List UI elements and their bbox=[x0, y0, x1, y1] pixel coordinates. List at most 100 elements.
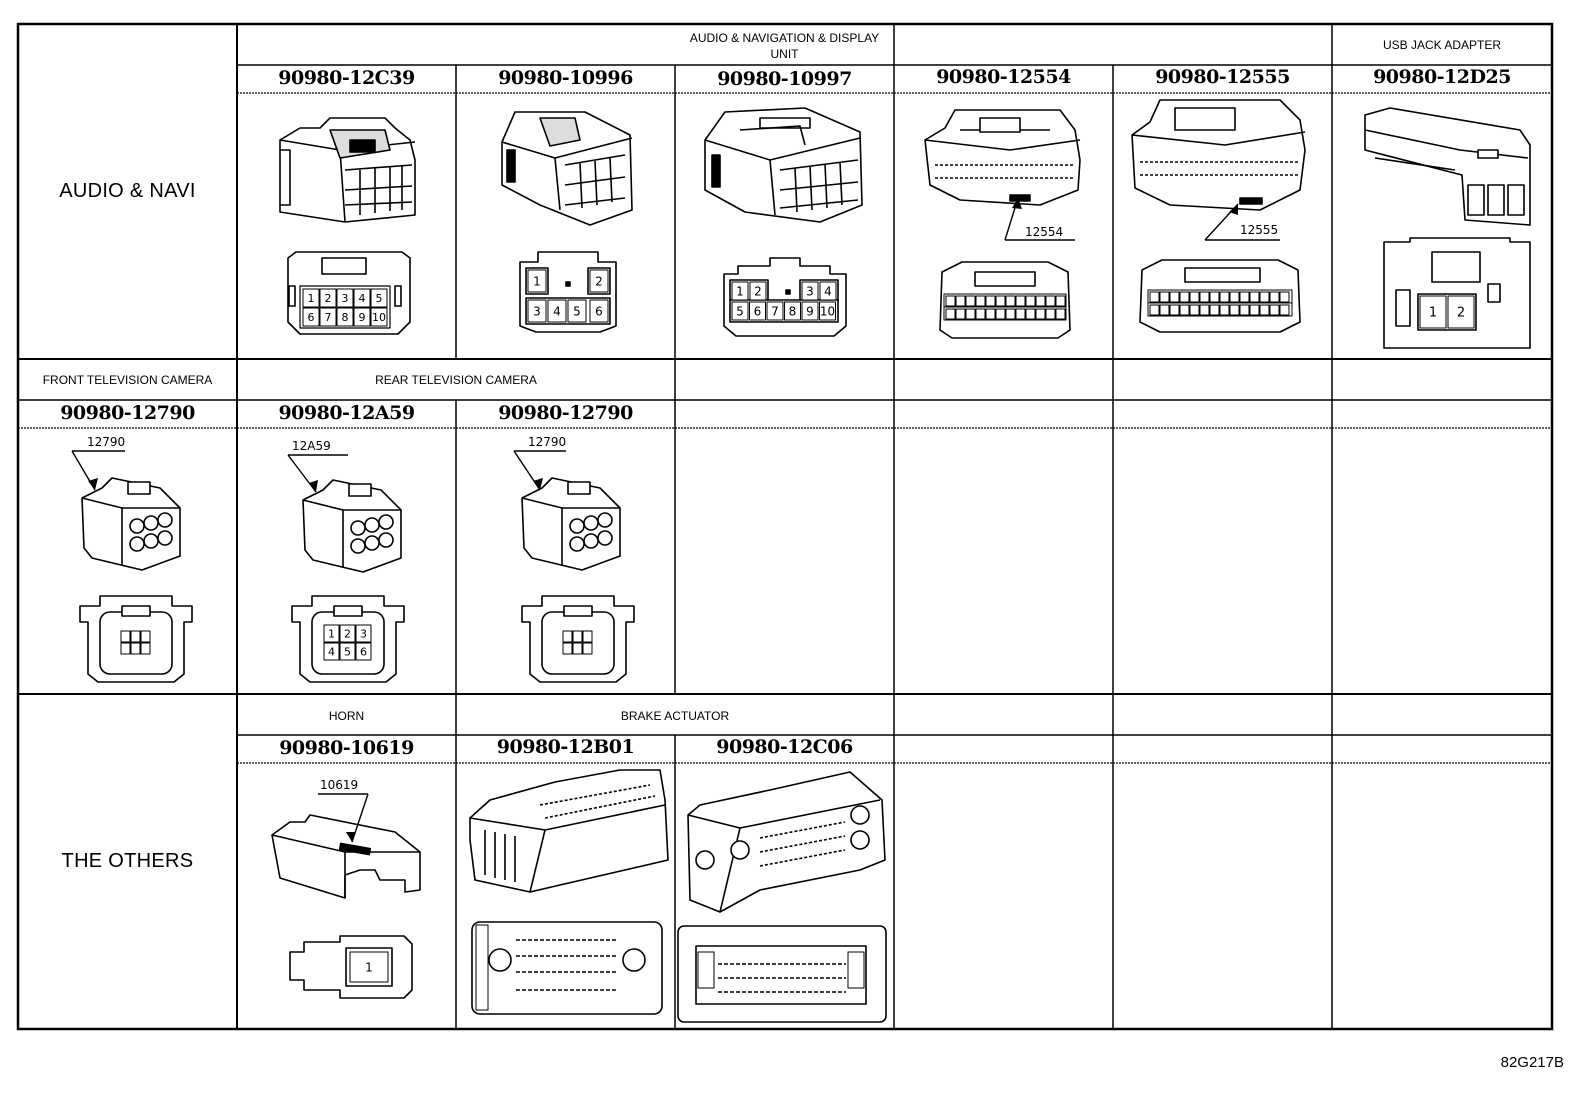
section-label-audio-navi: AUDIO & NAVI bbox=[59, 180, 196, 202]
pin-cell bbox=[819, 281, 837, 301]
connector-12554-isometric bbox=[924, 109, 1081, 206]
pin-cell bbox=[955, 308, 966, 320]
pin-number: 7 bbox=[771, 304, 779, 318]
pin-cell bbox=[1015, 308, 1026, 320]
callout-label: 12790 bbox=[528, 435, 566, 449]
pin-grid-12555 bbox=[1149, 291, 1290, 316]
pin-cell bbox=[1025, 308, 1036, 320]
pin-number: 2 bbox=[754, 284, 762, 298]
pin-number: 1 bbox=[533, 274, 541, 288]
pin-number: 5 bbox=[736, 304, 744, 318]
pin-cell bbox=[1239, 291, 1250, 303]
pin-number: 6 bbox=[308, 311, 315, 324]
pin-number: 1 bbox=[1429, 306, 1437, 321]
part-number: 90980-12A59 bbox=[278, 402, 415, 424]
pin-cell bbox=[527, 269, 547, 293]
connector-12790-rear-isometric bbox=[521, 477, 621, 571]
part-number: 90980-10619 bbox=[279, 737, 414, 759]
pin-cell bbox=[1025, 295, 1036, 307]
pin-cell bbox=[766, 301, 784, 321]
pin-cell bbox=[319, 307, 337, 327]
pin-cell bbox=[567, 299, 587, 323]
pin-number: 4 bbox=[553, 304, 561, 318]
diagram-code: 82G217B bbox=[1500, 1054, 1564, 1071]
pin-number: 10 bbox=[372, 311, 386, 324]
part-number: 90980-12555 bbox=[1155, 66, 1290, 88]
pin-number: 9 bbox=[359, 311, 366, 324]
pin-cell bbox=[589, 299, 609, 323]
pin-number: 6 bbox=[754, 304, 762, 318]
connector-12790-rear-pin-face bbox=[521, 595, 635, 683]
pin-cell bbox=[1419, 295, 1447, 329]
pin-number: 1 bbox=[365, 960, 373, 974]
part-number: 90980-12554 bbox=[936, 66, 1071, 88]
connector-12a59-isometric bbox=[302, 479, 402, 573]
callout-label: 12790 bbox=[87, 435, 125, 449]
pin-cell bbox=[339, 624, 356, 643]
pin-cell bbox=[572, 630, 583, 643]
pin-cell bbox=[370, 307, 388, 327]
pin-number: 4 bbox=[824, 284, 832, 298]
pin-cell bbox=[975, 308, 986, 320]
pin-number: 7 bbox=[325, 311, 332, 324]
pin-cell bbox=[339, 642, 356, 661]
pin-cell bbox=[1169, 291, 1180, 303]
pin-cell bbox=[336, 288, 354, 308]
pin-number: 3 bbox=[360, 627, 367, 640]
pin-cell bbox=[749, 301, 766, 321]
part-number: 90980-12C06 bbox=[716, 736, 853, 758]
connector-12d25-isometric bbox=[1364, 107, 1531, 226]
pin-number: 6 bbox=[360, 645, 367, 658]
pin-cell bbox=[1005, 308, 1016, 320]
pin-cell bbox=[547, 299, 567, 323]
pin-cell bbox=[1045, 308, 1056, 320]
pin-cell bbox=[1279, 304, 1290, 316]
callout-label: 12A59 bbox=[292, 439, 331, 453]
pin-cell bbox=[965, 308, 976, 320]
pin-cell bbox=[355, 624, 372, 643]
callout-label: 12555 bbox=[1240, 223, 1278, 237]
pin-number: 4 bbox=[328, 645, 335, 658]
pin-cell bbox=[731, 281, 749, 301]
pin-cell bbox=[1035, 295, 1046, 307]
pin-number: 3 bbox=[806, 284, 814, 298]
pin-cell bbox=[1169, 304, 1180, 316]
part-number: 90980-12790 bbox=[498, 402, 633, 424]
pin-cell bbox=[1229, 304, 1240, 316]
callout-label: 10619 bbox=[320, 778, 358, 792]
group-label-audio-nav-display: AUDIO & NAVIGATION & DISPLAY UNIT bbox=[237, 30, 1332, 62]
pin-cell bbox=[955, 295, 966, 307]
pin-number: 3 bbox=[342, 292, 349, 305]
part-number: 90980-10996 bbox=[498, 67, 633, 89]
pin-cell bbox=[1159, 291, 1170, 303]
part-number: 90980-12B01 bbox=[496, 736, 635, 758]
part-number: 90980-12D25 bbox=[1373, 66, 1511, 88]
pin-cell bbox=[527, 299, 547, 323]
pin-cell bbox=[985, 308, 996, 320]
connector-12b01-isometric bbox=[469, 769, 669, 893]
pin-cell bbox=[1045, 295, 1056, 307]
connector-10997-isometric bbox=[704, 107, 863, 223]
pin-cell bbox=[1159, 304, 1170, 316]
pin-grid-12554 bbox=[945, 295, 1066, 320]
pin-cell bbox=[323, 642, 340, 661]
pin-cell bbox=[589, 269, 609, 293]
group-label-brake-actuator: BRAKE ACTUATOR bbox=[620, 709, 730, 723]
connector-12c06-isometric bbox=[687, 771, 886, 913]
pin-cell bbox=[1179, 304, 1190, 316]
group-label-line-2: UNIT bbox=[770, 47, 799, 61]
pin-cell bbox=[1189, 291, 1200, 303]
connector-12790-front-pin-face bbox=[79, 595, 193, 683]
pin-cell bbox=[801, 301, 819, 321]
pin-number: 1 bbox=[328, 627, 335, 640]
connector-12c06-pin-face bbox=[677, 925, 887, 1023]
pin-number: 2 bbox=[344, 627, 351, 640]
pin-cell bbox=[349, 951, 389, 983]
pin-cell bbox=[302, 288, 320, 308]
pin-cell bbox=[995, 308, 1006, 320]
pin-number: 6 bbox=[595, 304, 603, 318]
